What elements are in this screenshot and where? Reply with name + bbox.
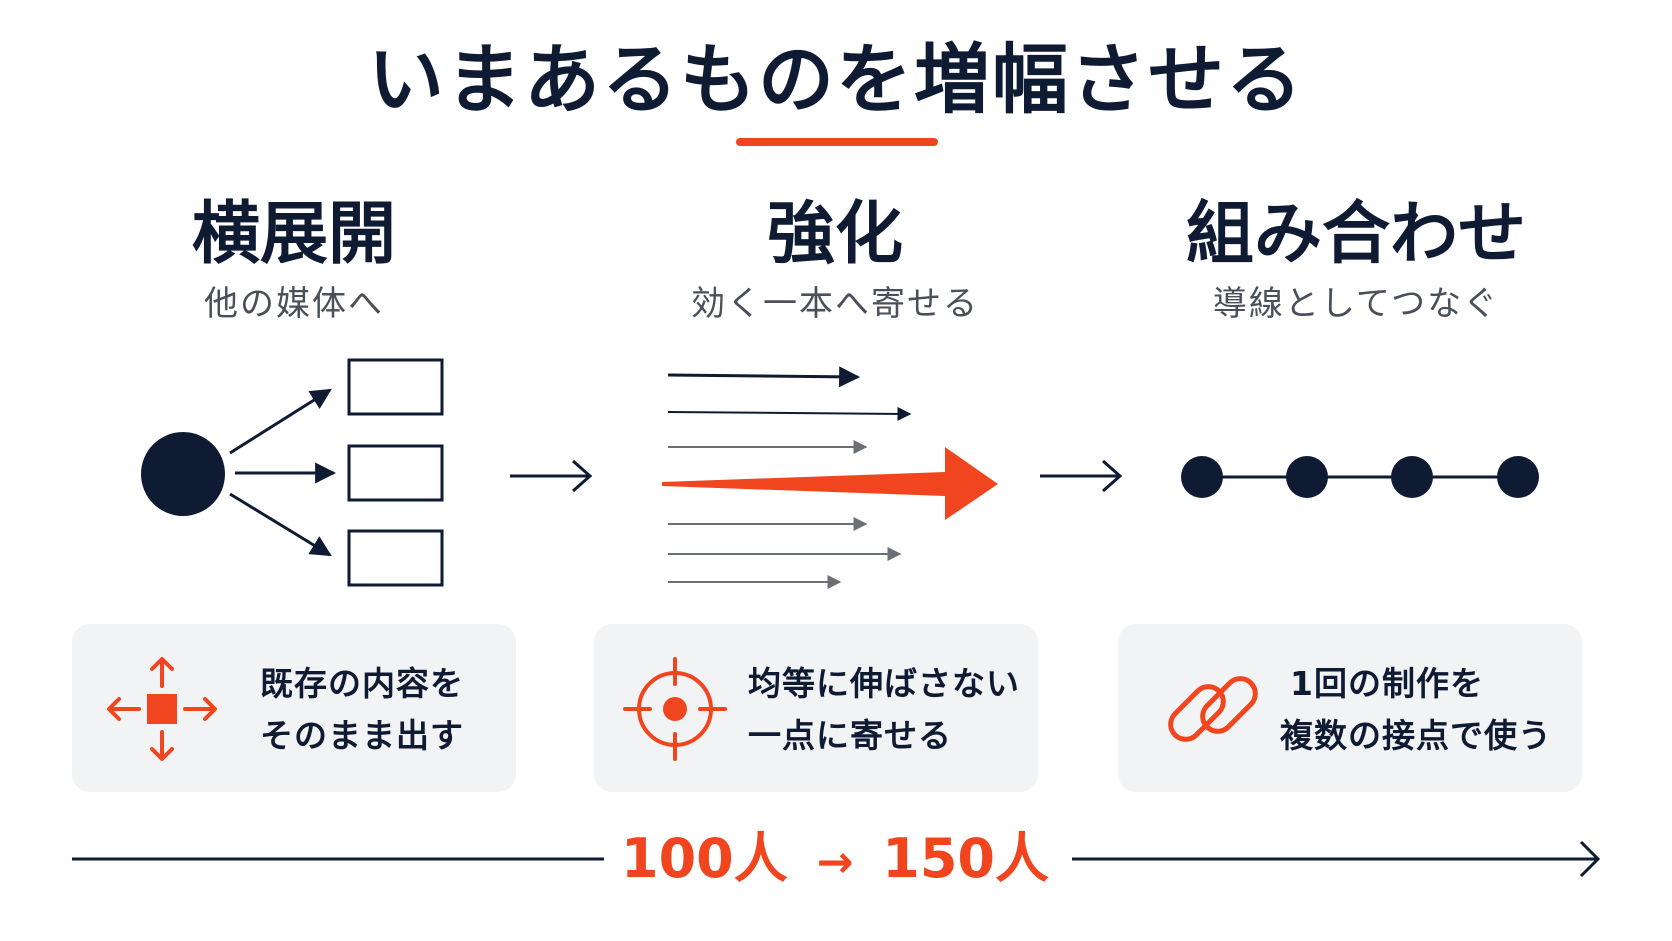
thin-arrow-1 xyxy=(667,366,861,388)
subheading-focus-one: 効く一本へ寄せる xyxy=(691,284,979,324)
card-reuse: 既存の内容を そのまま出す xyxy=(72,624,516,792)
branch-arrow-top xyxy=(229,388,332,455)
heading-horizontal-expansion: 横展開 xyxy=(191,195,396,274)
target-box-top xyxy=(347,358,444,416)
flow-arrow-2 xyxy=(1040,459,1123,493)
flow-arrow-1 xyxy=(510,459,593,493)
card-reuse-line1: 既存の内容を xyxy=(260,664,464,703)
metric-arrow: → xyxy=(816,837,854,888)
card-focus-line1: 均等に伸ばさない xyxy=(748,664,1020,703)
subheading-connect-funnel: 導線としてつなぐ xyxy=(1212,284,1500,324)
node-4 xyxy=(1497,456,1539,498)
title-underline xyxy=(736,138,938,146)
source-circle xyxy=(141,432,225,516)
strengthen-diagram xyxy=(662,366,998,589)
heading-combine: 組み合わせ xyxy=(1185,195,1526,274)
target-box-middle xyxy=(347,444,444,502)
expansion-diagram xyxy=(141,358,444,587)
card-multi-use-line1: 1回の制作を xyxy=(1290,664,1484,703)
metric-to: 150人 xyxy=(882,827,1049,890)
card-multi-use-line2: 複数の接点で使う xyxy=(1280,716,1552,755)
move-arrows-icon xyxy=(107,657,217,761)
link-icon xyxy=(1168,676,1258,742)
node-1 xyxy=(1181,456,1223,498)
node-3 xyxy=(1391,456,1433,498)
card-reuse-line2: そのまま出す xyxy=(260,716,464,755)
node-2 xyxy=(1286,456,1328,498)
heading-strengthen: 強化 xyxy=(766,195,903,274)
card-reuse-text: 既存の内容を そのまま出す xyxy=(260,658,464,762)
thin-arrow-2 xyxy=(667,406,912,421)
card-focus: 均等に伸ばさない 一点に寄せる xyxy=(594,624,1038,792)
card-focus-line2: 一点に寄せる xyxy=(748,716,952,755)
target-box-bottom xyxy=(347,529,444,587)
target-icon xyxy=(623,657,727,761)
combine-diagram xyxy=(1181,456,1539,498)
timeline-arrowhead xyxy=(1579,840,1601,878)
big-accent-arrow xyxy=(662,447,998,520)
growth-metric: 100人 → 150人 xyxy=(585,824,1085,898)
card-multi-use-text: 1回の制作を 複数の接点で使う xyxy=(1280,658,1552,762)
subheading-other-media: 他の媒体へ xyxy=(204,284,384,324)
metric-from: 100人 xyxy=(621,827,788,890)
branch-arrow-bottom xyxy=(229,492,332,557)
card-focus-text: 均等に伸ばさない 一点に寄せる xyxy=(748,658,1020,762)
page-title: いまあるものを増幅させる xyxy=(368,35,1304,124)
card-multi-use: 1回の制作を 複数の接点で使う xyxy=(1118,624,1582,792)
